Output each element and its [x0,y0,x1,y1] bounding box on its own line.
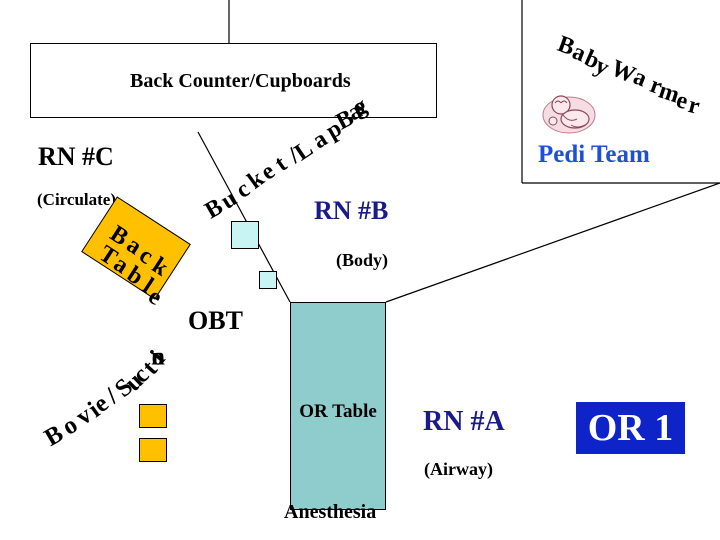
rn-b-label: RN #B [314,196,389,225]
cyan-box-large [231,221,259,249]
suction-box-top [139,404,167,428]
cyan-box-small [259,271,277,289]
or-room-badge: OR 1 [576,402,685,454]
rn-a-label: RN #A [423,406,505,437]
airway-label: (Airway) [424,459,493,479]
suction-box-bottom [139,438,167,462]
anesthesia-label: Anesthesia [284,501,377,523]
divider-line-right [385,182,720,303]
body-label: (Body) [336,250,389,270]
rn-c-label: RN #C [38,142,114,171]
pedi-team-label: Pedi Team [538,141,650,168]
circulate-label: (Circulate) [37,190,116,209]
or-table [290,302,386,510]
bucket-text-char: s [355,94,365,120]
obt-label: OBT [188,306,243,335]
suction-text-char: n [151,343,165,371]
baby-warmer-icon [542,95,596,134]
or-table-label: OR Table [299,401,377,422]
back-counter-label: Back Counter/Cupboards [130,70,351,92]
suction-text-char: o [151,343,165,371]
back-counter-box [30,43,437,118]
